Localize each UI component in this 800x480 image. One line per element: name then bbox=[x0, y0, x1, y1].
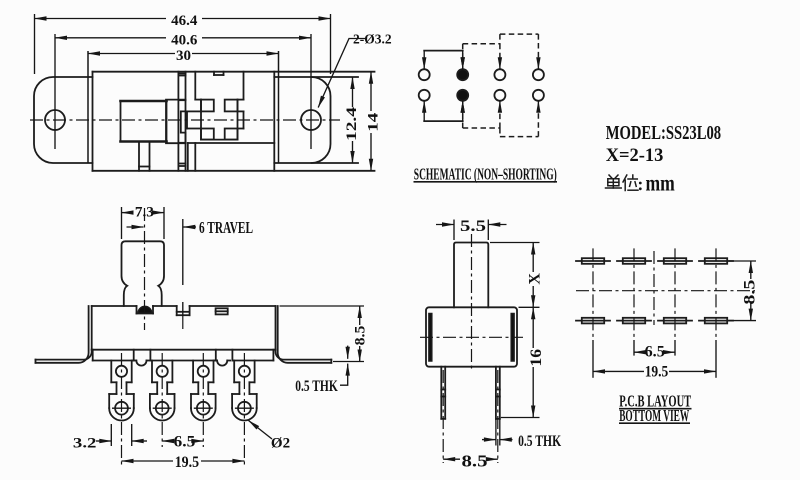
svg-text:8.5: 8.5 bbox=[353, 326, 369, 346]
svg-text:5.5: 5.5 bbox=[460, 218, 486, 235]
svg-text:46.4: 46.4 bbox=[171, 13, 198, 29]
svg-text:3.2: 3.2 bbox=[73, 435, 97, 451]
svg-text:19.5: 19.5 bbox=[175, 454, 199, 471]
svg-text:7.3: 7.3 bbox=[135, 204, 154, 220]
svg-text:0.5 THK: 0.5 THK bbox=[518, 433, 561, 450]
svg-text:X: X bbox=[527, 273, 544, 285]
svg-text:BOTTOM VIEW: BOTTOM VIEW bbox=[619, 406, 689, 425]
svg-text:8.5: 8.5 bbox=[742, 280, 759, 305]
svg-text:19.5: 19.5 bbox=[645, 364, 669, 381]
svg-text:Ø2: Ø2 bbox=[271, 436, 290, 452]
svg-text:30: 30 bbox=[176, 48, 191, 64]
svg-text:MODEL:SS23L08: MODEL:SS23L08 bbox=[606, 122, 721, 144]
svg-text:6.5: 6.5 bbox=[645, 343, 665, 360]
svg-text:14: 14 bbox=[366, 112, 382, 132]
svg-text:P.C.B LAYOUT: P.C.B LAYOUT bbox=[619, 392, 691, 411]
svg-text:6.5: 6.5 bbox=[174, 434, 196, 451]
svg-text:16: 16 bbox=[528, 349, 545, 367]
svg-text:2-Ø3.2: 2-Ø3.2 bbox=[353, 33, 392, 48]
svg-text:SCHEMATIC (NON–SHORTING): SCHEMATIC (NON–SHORTING) bbox=[414, 165, 557, 184]
svg-text:12.4: 12.4 bbox=[344, 106, 360, 141]
svg-text:40.6: 40.6 bbox=[171, 32, 198, 48]
svg-text:mm: mm bbox=[646, 170, 675, 195]
svg-text:6 TRAVEL: 6 TRAVEL bbox=[199, 218, 253, 237]
svg-text:0.5 THK: 0.5 THK bbox=[295, 378, 338, 395]
svg-text:X=2-13: X=2-13 bbox=[606, 145, 664, 166]
svg-text:8.5: 8.5 bbox=[462, 452, 488, 471]
